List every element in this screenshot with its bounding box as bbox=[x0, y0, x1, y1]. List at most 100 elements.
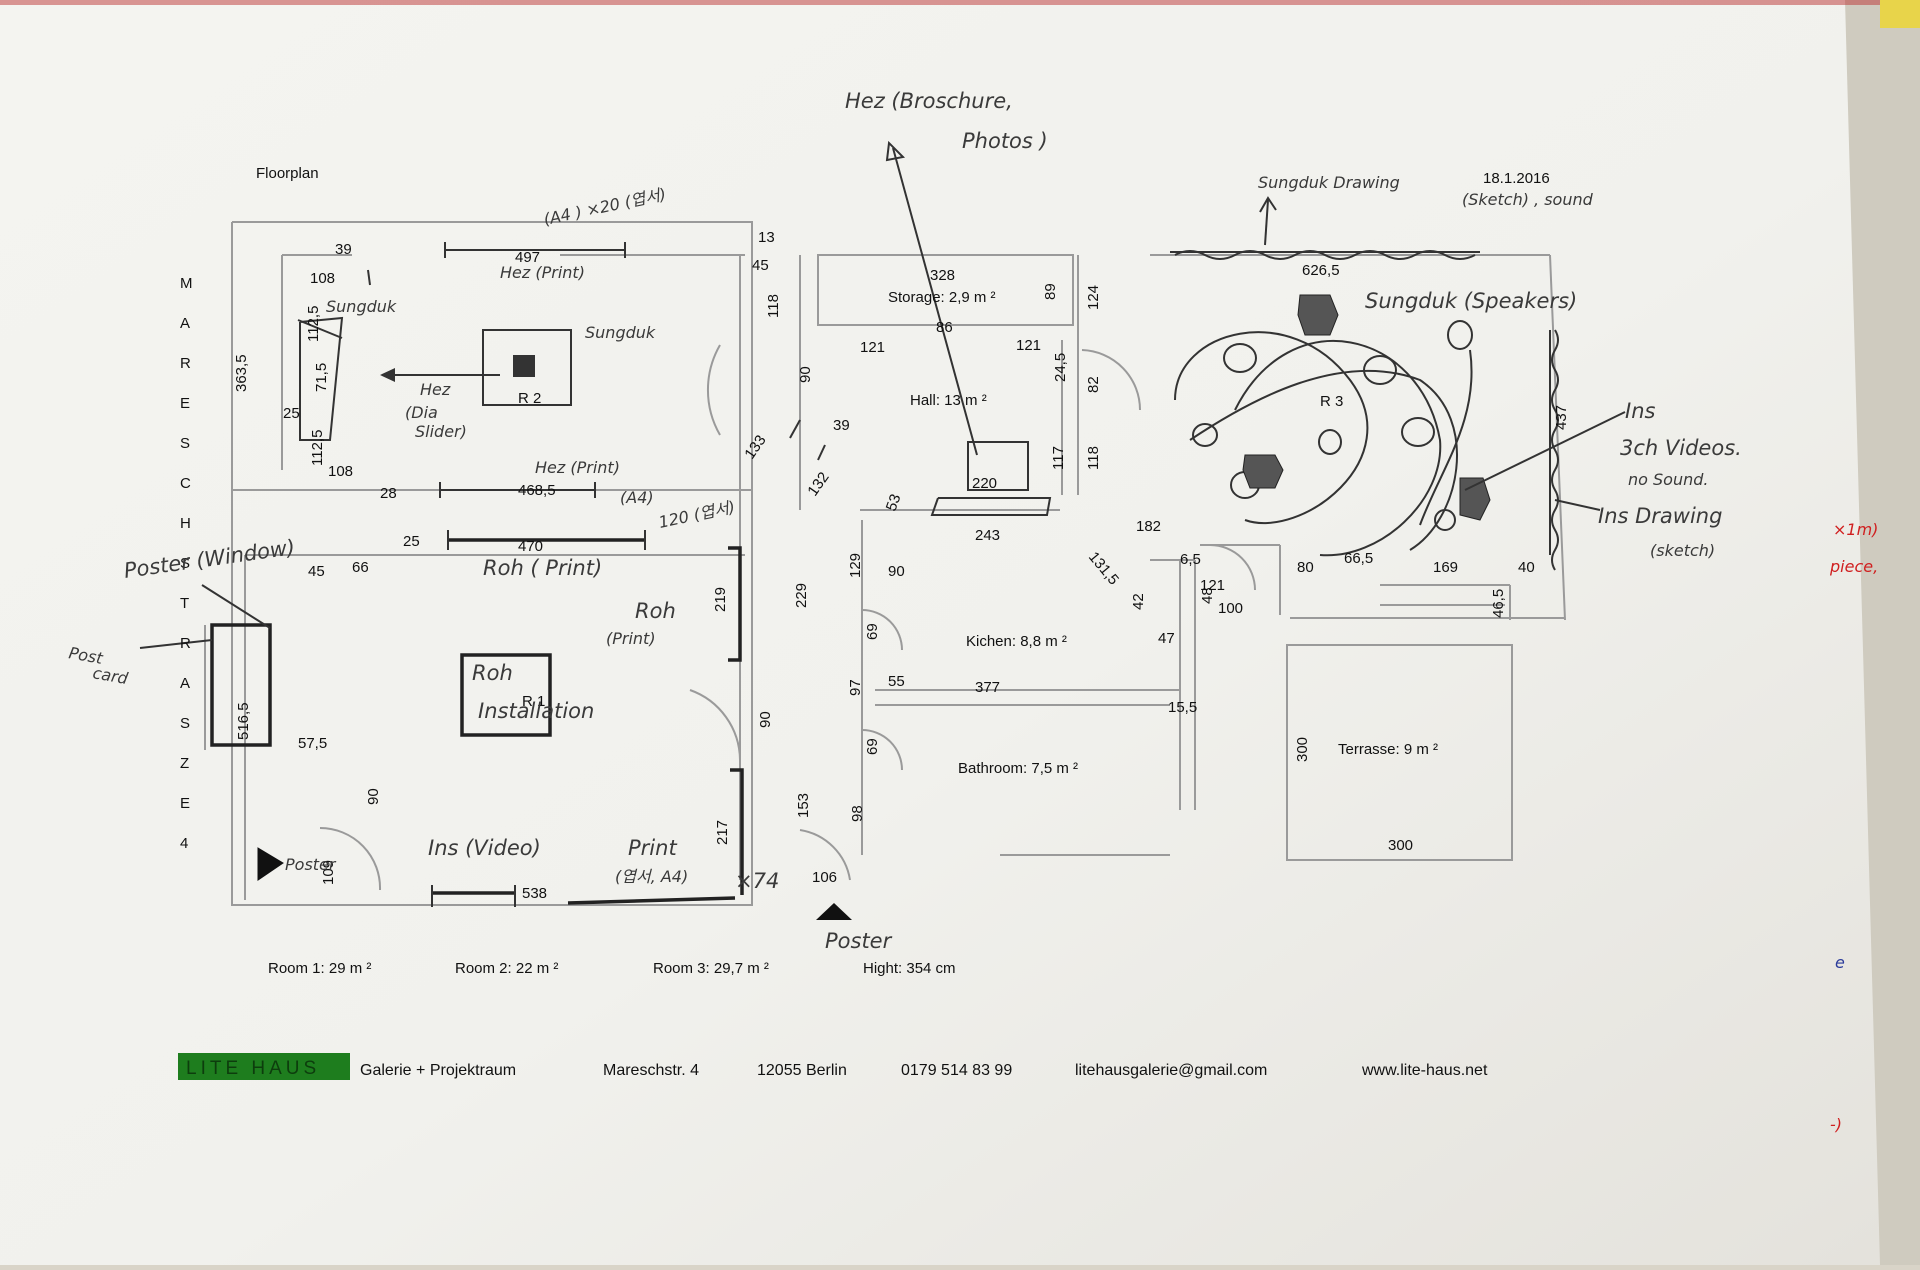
dimension-label: 100 bbox=[1218, 600, 1243, 617]
dimension-label: 90 bbox=[888, 563, 905, 580]
ink-marks bbox=[139, 140, 1626, 920]
dimension-label: 377 bbox=[975, 679, 1000, 696]
room-label-bathroom: Bathroom: 7,5 m ² bbox=[958, 760, 1078, 777]
dimension-label: 97 bbox=[847, 679, 864, 696]
street-letter: R bbox=[180, 635, 191, 652]
note-roh-installation: Roh bbox=[472, 661, 513, 685]
note-x74: ×74 bbox=[735, 869, 779, 893]
dimension-label: 69 bbox=[864, 623, 881, 640]
dimension-label: 25 bbox=[283, 405, 300, 422]
note-roh-print-2: (Print) bbox=[606, 629, 656, 648]
note-print-format: (엽서, A4) bbox=[615, 867, 688, 886]
dimension-label: 117 bbox=[1050, 446, 1067, 470]
room-label-r1: R 1 bbox=[522, 693, 545, 710]
note-roh-print: Roh ( Print) bbox=[483, 556, 602, 580]
yellow-note-corner bbox=[1880, 0, 1920, 28]
dimension-label: 118 bbox=[1085, 446, 1102, 470]
dimension-label: 13 bbox=[758, 229, 775, 246]
note-poster-left: Poster bbox=[285, 855, 337, 874]
note-ins-videos: 3ch Videos. bbox=[1620, 436, 1742, 460]
street-letter: R bbox=[180, 355, 191, 372]
note-ins-sketch: (sketch) bbox=[1650, 541, 1715, 560]
dimension-label: 112,5 bbox=[309, 430, 326, 466]
note-ins: Ins bbox=[1625, 399, 1656, 423]
street-name: M A R E S C H S T R A S Z E 4 bbox=[180, 275, 193, 852]
logo-background bbox=[178, 1053, 350, 1080]
dimension-label: 86 bbox=[936, 319, 953, 336]
note-sungduk-left: Sungduk bbox=[326, 297, 397, 316]
summary-room2: Room 2: 22 m ² bbox=[455, 960, 558, 977]
walls bbox=[204, 221, 1566, 906]
dimension-label: 516,5 bbox=[235, 702, 252, 740]
note-roh-installation-2: Installation bbox=[478, 699, 594, 723]
street-letter: C bbox=[180, 475, 191, 492]
footer-website: www.lite-haus.net bbox=[1361, 1062, 1488, 1079]
dimension-label: 71,5 bbox=[313, 363, 330, 392]
top-edge-strip bbox=[0, 0, 1880, 5]
room-label-kitchen: Kichen: 8,8 m ² bbox=[966, 633, 1067, 650]
room-summary: Room 1: 29 m ² Room 2: 22 m ² Room 3: 29… bbox=[268, 960, 956, 977]
street-letter: E bbox=[180, 395, 190, 412]
dimension-label: 112,5 bbox=[305, 306, 322, 342]
note-hez-dia: (Dia bbox=[405, 403, 438, 422]
dimension-label: 66,5 bbox=[1344, 550, 1373, 567]
dimension-label: 497 bbox=[515, 249, 540, 266]
room-label-storage: Storage: 2,9 m ² bbox=[888, 289, 996, 306]
dimension-label: 109 bbox=[320, 860, 337, 885]
dimension-label: 468,5 bbox=[518, 482, 556, 499]
dimension-label: 47 bbox=[1158, 630, 1175, 647]
note-sketch-sound: (Sketch) , sound bbox=[1462, 190, 1594, 209]
dimension-label: 121 bbox=[860, 339, 885, 356]
dimension-label: 229 bbox=[793, 583, 810, 608]
dimension-labels: 39 108 112,5 71,5 363,5 25 112,5 108 28 … bbox=[233, 229, 1570, 902]
dimension-label: 39 bbox=[833, 417, 850, 434]
dimension-label: 28 bbox=[380, 485, 397, 502]
dimension-label: 25 bbox=[403, 533, 420, 550]
street-letter: 4 bbox=[180, 835, 188, 852]
note-hez-dia: Slider) bbox=[415, 422, 467, 441]
dimension-label: 66 bbox=[352, 559, 369, 576]
dimension-label: 45 bbox=[308, 563, 325, 580]
street-letter: T bbox=[180, 595, 189, 612]
room-label-terrasse: Terrasse: 9 m ² bbox=[1338, 741, 1438, 758]
note-hez-print-2: Hez (Print) bbox=[535, 458, 620, 477]
room-label-r3: R 3 bbox=[1320, 393, 1343, 410]
dimension-label: 98 bbox=[849, 805, 866, 822]
dimension-label: 45 bbox=[752, 257, 769, 274]
room-label-r2: R 2 bbox=[518, 390, 541, 407]
street-letter: A bbox=[180, 675, 190, 692]
dimension-label: 90 bbox=[797, 366, 814, 383]
dimension-label: 124 bbox=[1085, 285, 1102, 310]
dimension-label: 300 bbox=[1388, 837, 1413, 854]
dimension-label: 57,5 bbox=[298, 735, 327, 752]
dimension-label: 106 bbox=[812, 869, 837, 886]
note-sungduk-r2: Sungduk bbox=[585, 323, 656, 342]
dimension-label: 90 bbox=[365, 788, 382, 805]
street-letter: S bbox=[180, 715, 190, 732]
margin-mark-blue: e bbox=[1835, 953, 1845, 972]
dimension-label: 129 bbox=[847, 553, 864, 578]
dimension-label: 6,5 bbox=[1180, 551, 1201, 568]
note-red-margin: ×1m) bbox=[1833, 520, 1878, 539]
margin-mark-red: -) bbox=[1830, 1115, 1842, 1134]
street-letter: E bbox=[180, 795, 190, 812]
r2-marker bbox=[513, 355, 535, 377]
note-red-margin: piece, bbox=[1829, 557, 1878, 576]
footer-phone: 0179 514 83 99 bbox=[901, 1062, 1012, 1079]
dimension-label: 69 bbox=[864, 738, 881, 755]
note-print: Print bbox=[628, 836, 677, 860]
dimension-label: 217 bbox=[714, 820, 731, 845]
dimension-label: 24,5 bbox=[1052, 353, 1069, 382]
dimension-label: 328 bbox=[930, 267, 955, 284]
street-letter: S bbox=[180, 555, 190, 572]
paper bbox=[0, 0, 1880, 1265]
plan-date: 18.1.2016 bbox=[1483, 170, 1550, 187]
dimension-label: 470 bbox=[518, 538, 543, 555]
dimension-label: 121 bbox=[1016, 337, 1041, 354]
summary-room3: Room 3: 29,7 m ² bbox=[653, 960, 769, 977]
footer-email: litehausgalerie@gmail.com bbox=[1075, 1062, 1267, 1079]
logo-text: LITE HAUS bbox=[186, 1058, 320, 1079]
note-ins-no-sound: no Sound. bbox=[1628, 470, 1708, 489]
note-ins-drawing: Ins Drawing bbox=[1598, 504, 1722, 528]
